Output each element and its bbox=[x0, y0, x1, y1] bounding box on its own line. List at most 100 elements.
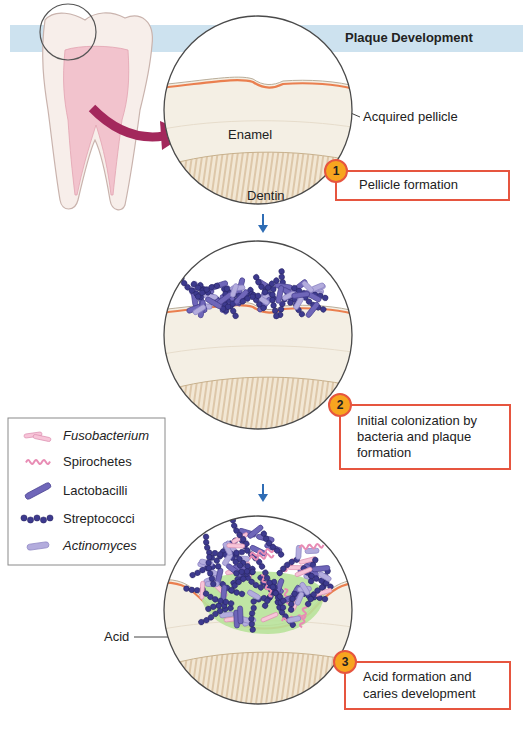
coccus bbox=[203, 539, 210, 546]
legend-sample bbox=[21, 515, 53, 523]
bacterium-strep bbox=[239, 291, 262, 306]
step-arrow-shaft bbox=[262, 484, 264, 495]
coccus bbox=[251, 605, 257, 611]
bacterium-actino bbox=[192, 304, 206, 316]
coccus bbox=[276, 569, 284, 577]
bacterium-actino bbox=[317, 571, 332, 582]
magnified-view bbox=[158, 10, 358, 210]
coccus bbox=[239, 549, 245, 555]
part-label: Enamel bbox=[228, 127, 272, 143]
coccus bbox=[217, 552, 223, 558]
bacterium-strep bbox=[249, 291, 268, 312]
zoom-marker bbox=[40, 4, 96, 60]
coccus bbox=[206, 554, 212, 560]
callout-number: 2 bbox=[328, 393, 352, 417]
rod bbox=[200, 581, 205, 599]
bacterium-fuso bbox=[200, 581, 205, 599]
coccus bbox=[232, 312, 239, 319]
legend-sample bbox=[27, 541, 50, 550]
step-box: Pellicle formation1 bbox=[335, 170, 510, 201]
bacterium-fuso bbox=[227, 543, 245, 548]
step-arrow bbox=[258, 484, 268, 502]
rod bbox=[237, 606, 243, 624]
coccus bbox=[280, 604, 287, 611]
bacterium-lacto bbox=[237, 606, 243, 624]
bacterium-strep bbox=[256, 573, 288, 607]
legend-sample bbox=[24, 432, 51, 442]
enamel-layer bbox=[158, 580, 358, 710]
step-box: Initial colonization by bacteria and pla… bbox=[339, 404, 511, 470]
bacterium-strep bbox=[289, 296, 306, 318]
step-text: Initial colonization by bacteria and pla… bbox=[357, 413, 504, 462]
coccus bbox=[288, 601, 295, 608]
coccus bbox=[194, 293, 202, 301]
coccus bbox=[289, 596, 296, 603]
view-background bbox=[158, 10, 358, 210]
enamel-line bbox=[158, 346, 358, 355]
coccus bbox=[233, 570, 239, 576]
coccus bbox=[215, 563, 222, 570]
spiral bbox=[26, 460, 50, 464]
coccus bbox=[203, 533, 210, 540]
spiral bbox=[282, 614, 306, 622]
view-outline bbox=[164, 241, 352, 429]
step-arrow-head bbox=[258, 225, 268, 233]
bacterium-actino bbox=[205, 581, 219, 586]
legend-sample bbox=[24, 482, 52, 500]
coccus bbox=[278, 274, 285, 281]
rod bbox=[291, 291, 310, 298]
coccus bbox=[207, 570, 213, 576]
dentin-layer bbox=[158, 652, 358, 710]
coccus bbox=[206, 560, 212, 566]
coccus bbox=[228, 586, 236, 594]
coccus bbox=[189, 587, 195, 593]
bacterium-strep bbox=[205, 554, 217, 587]
rod bbox=[312, 565, 330, 572]
bacterium-strep bbox=[227, 574, 247, 595]
step-text: Pellicle formation bbox=[359, 177, 458, 193]
callout-number: 1 bbox=[324, 159, 348, 183]
pellicle-line bbox=[158, 80, 358, 90]
coccus bbox=[271, 302, 277, 308]
bacterium-strep bbox=[193, 281, 221, 301]
bacterium-strep bbox=[259, 529, 285, 560]
step-box: Acid formation and caries development3 bbox=[344, 661, 511, 710]
coccus bbox=[322, 294, 329, 301]
coccus bbox=[209, 576, 215, 582]
spiral bbox=[250, 548, 274, 557]
magnified-view bbox=[158, 510, 358, 710]
bacterium-actino bbox=[247, 589, 262, 600]
coccus bbox=[249, 610, 255, 616]
bacterium-strep bbox=[189, 280, 212, 297]
coccus bbox=[234, 550, 240, 556]
coccus bbox=[277, 306, 284, 313]
part-label: Acquired pellicle bbox=[363, 109, 458, 125]
coccus bbox=[238, 590, 246, 598]
dentin-layer bbox=[158, 152, 358, 210]
rod bbox=[286, 615, 301, 623]
bacterium-spiro bbox=[299, 543, 323, 549]
bacterium-strep bbox=[218, 289, 256, 313]
coccus bbox=[248, 616, 254, 622]
coccus bbox=[279, 597, 287, 605]
bacterium-fuso bbox=[295, 567, 313, 577]
step-arrow-head bbox=[258, 494, 268, 502]
bacterium-lacto bbox=[205, 296, 223, 309]
coccus bbox=[236, 561, 244, 569]
coccus bbox=[239, 298, 246, 305]
coccus bbox=[270, 297, 276, 303]
bacterium-strep bbox=[260, 569, 277, 591]
part-label: Acid bbox=[104, 629, 129, 645]
coccus bbox=[227, 600, 234, 607]
coccus bbox=[298, 310, 306, 318]
bacterium-lacto bbox=[291, 291, 310, 298]
coccus bbox=[278, 268, 285, 275]
coccus bbox=[40, 517, 46, 523]
rod bbox=[295, 567, 313, 577]
legend-text: Fusobacterium bbox=[63, 428, 149, 444]
coccus bbox=[259, 304, 267, 312]
view-background bbox=[158, 510, 358, 710]
rod bbox=[27, 541, 50, 550]
coccus bbox=[321, 595, 328, 602]
